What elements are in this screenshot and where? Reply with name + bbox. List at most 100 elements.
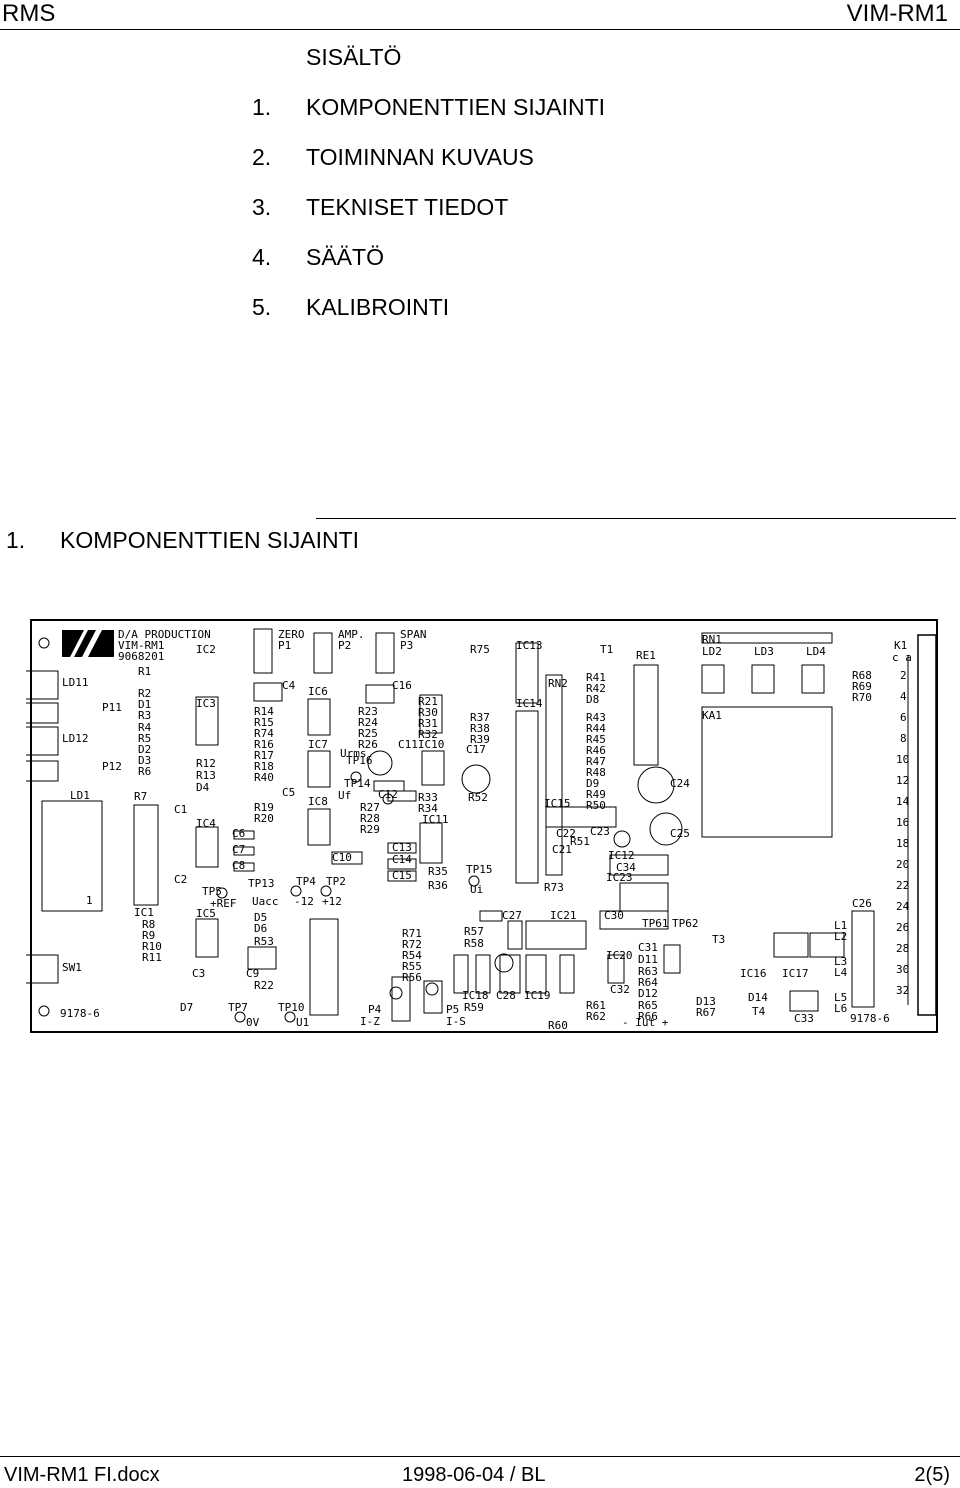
left-label: LD11 bbox=[62, 676, 89, 689]
svg-text:L6: L6 bbox=[834, 1002, 847, 1015]
svg-text:R31: R31 bbox=[418, 717, 438, 730]
svg-text:C7: C7 bbox=[232, 843, 245, 856]
svg-text:R3: R3 bbox=[138, 709, 151, 722]
footer-center: 1998-06-04 / BL bbox=[402, 1464, 546, 1486]
top-right-label: LD4 bbox=[806, 645, 826, 658]
top-right-label: LD3 bbox=[754, 645, 774, 658]
svg-text:KA1: KA1 bbox=[702, 709, 722, 722]
svg-text:C4: C4 bbox=[282, 679, 296, 692]
toc-item[interactable]: 4.SÄÄTÖ bbox=[252, 244, 384, 270]
svg-text:R41: R41 bbox=[586, 671, 606, 684]
toc-item[interactable]: 2.TOIMINNAN KUVAUS bbox=[252, 144, 534, 170]
svg-text:R73: R73 bbox=[544, 881, 564, 894]
svg-text:R49: R49 bbox=[586, 788, 606, 801]
board-header-line: 9068201 bbox=[118, 650, 164, 663]
svg-text:R67: R67 bbox=[696, 1006, 716, 1019]
pin-number: 2 bbox=[900, 669, 907, 682]
svg-text:C6: C6 bbox=[232, 827, 245, 840]
svg-text:R51: R51 bbox=[570, 835, 590, 848]
svg-text:C17: C17 bbox=[466, 743, 486, 756]
svg-text:RN2: RN2 bbox=[548, 677, 568, 690]
svg-text:D3: D3 bbox=[138, 754, 151, 767]
svg-text:R54: R54 bbox=[402, 949, 422, 962]
pin-number: 32 bbox=[896, 984, 909, 997]
svg-text:R43: R43 bbox=[586, 711, 606, 724]
header-rule bbox=[0, 29, 960, 30]
svg-text:C28: C28 bbox=[496, 989, 516, 1002]
svg-text:R44: R44 bbox=[586, 722, 606, 735]
svg-text:T3: T3 bbox=[712, 933, 725, 946]
toc-item[interactable]: 1.KOMPONENTTIEN SIJAINTI bbox=[252, 94, 606, 120]
svg-text:TP2: TP2 bbox=[326, 875, 346, 888]
svg-text:IC4: IC4 bbox=[196, 817, 216, 830]
svg-text:+REF: +REF bbox=[210, 897, 237, 910]
svg-text:R65: R65 bbox=[638, 999, 658, 1012]
svg-text:IC14: IC14 bbox=[516, 697, 543, 710]
svg-text:TP5: TP5 bbox=[202, 885, 222, 898]
bottom-label: - Iut + bbox=[622, 1016, 669, 1029]
svg-text:R50: R50 bbox=[586, 799, 606, 812]
svg-text:R24: R24 bbox=[358, 716, 378, 729]
toc-item[interactable]: 3.TEKNISET TIEDOT bbox=[252, 194, 509, 220]
left-label: LD12 bbox=[62, 732, 89, 745]
svg-text:R61: R61 bbox=[586, 999, 606, 1012]
pin-number: 18 bbox=[896, 837, 909, 850]
svg-text:R1: R1 bbox=[138, 665, 151, 678]
svg-text:IC2: IC2 bbox=[196, 643, 216, 656]
svg-text:L1: L1 bbox=[834, 919, 847, 932]
svg-text:R34: R34 bbox=[418, 802, 438, 815]
svg-text:D2: D2 bbox=[138, 743, 151, 756]
section-heading: 1.KOMPONENTTIEN SIJAINTI bbox=[6, 527, 360, 553]
svg-text:R53: R53 bbox=[254, 935, 274, 948]
svg-text:IC12: IC12 bbox=[608, 849, 635, 862]
svg-text:C3: C3 bbox=[192, 967, 205, 980]
bottom-label: T4 bbox=[752, 1005, 766, 1018]
svg-text:R59: R59 bbox=[464, 1001, 484, 1014]
svg-text:C2: C2 bbox=[174, 873, 187, 886]
svg-text:IC5: IC5 bbox=[196, 907, 216, 920]
left-label: P11 bbox=[102, 701, 122, 714]
svg-text:R6: R6 bbox=[138, 765, 151, 778]
svg-text:R30: R30 bbox=[418, 706, 438, 719]
svg-text:IC7: IC7 bbox=[308, 738, 328, 751]
svg-text:IC11: IC11 bbox=[422, 813, 449, 826]
pin-number: 30 bbox=[896, 963, 909, 976]
svg-text:IC17: IC17 bbox=[782, 967, 809, 980]
svg-text:IC13: IC13 bbox=[516, 639, 543, 652]
pin-number: 22 bbox=[896, 879, 909, 892]
bottom-label: R60 bbox=[548, 1019, 568, 1032]
toc-item[interactable]: 5.KALIBROINTI bbox=[252, 294, 450, 320]
svg-text:D9: D9 bbox=[586, 777, 599, 790]
svg-text:C14: C14 bbox=[392, 853, 412, 866]
svg-text:R19: R19 bbox=[254, 801, 274, 814]
pin-number: 10 bbox=[896, 753, 909, 766]
svg-text:R52: R52 bbox=[468, 791, 488, 804]
svg-text:Uf: Uf bbox=[338, 789, 351, 802]
board-header-line: D/A PRODUCTION bbox=[118, 628, 211, 641]
svg-text:R8: R8 bbox=[142, 918, 155, 931]
svg-text:L2: L2 bbox=[834, 930, 847, 943]
bottom-label: P5 bbox=[446, 1003, 459, 1016]
pin-number: 20 bbox=[896, 858, 909, 871]
svg-text:R68: R68 bbox=[852, 669, 872, 682]
svg-text:IC21: IC21 bbox=[550, 909, 577, 922]
svg-text:R32: R32 bbox=[418, 728, 438, 741]
left-label: LD1 bbox=[70, 789, 90, 802]
header-right: VIM-RM1 bbox=[846, 0, 948, 27]
svg-text:C1: C1 bbox=[174, 803, 187, 816]
svg-text:C16: C16 bbox=[392, 679, 412, 692]
svg-text:IC19: IC19 bbox=[524, 989, 551, 1002]
svg-text:L3: L3 bbox=[834, 955, 847, 968]
svg-text:R13: R13 bbox=[196, 769, 216, 782]
svg-text:R7: R7 bbox=[134, 790, 147, 803]
pin-number: 8 bbox=[900, 732, 907, 745]
bottom-label: I-Z bbox=[360, 1015, 380, 1028]
svg-text:D8: D8 bbox=[586, 693, 599, 706]
svg-text:C31: C31 bbox=[638, 941, 658, 954]
svg-text:C23: C23 bbox=[590, 825, 610, 838]
svg-text:C25: C25 bbox=[670, 827, 690, 840]
svg-text:R9: R9 bbox=[142, 929, 155, 942]
svg-text:R70: R70 bbox=[852, 691, 872, 704]
svg-text:R35: R35 bbox=[428, 865, 448, 878]
svg-text:D6: D6 bbox=[254, 922, 267, 935]
